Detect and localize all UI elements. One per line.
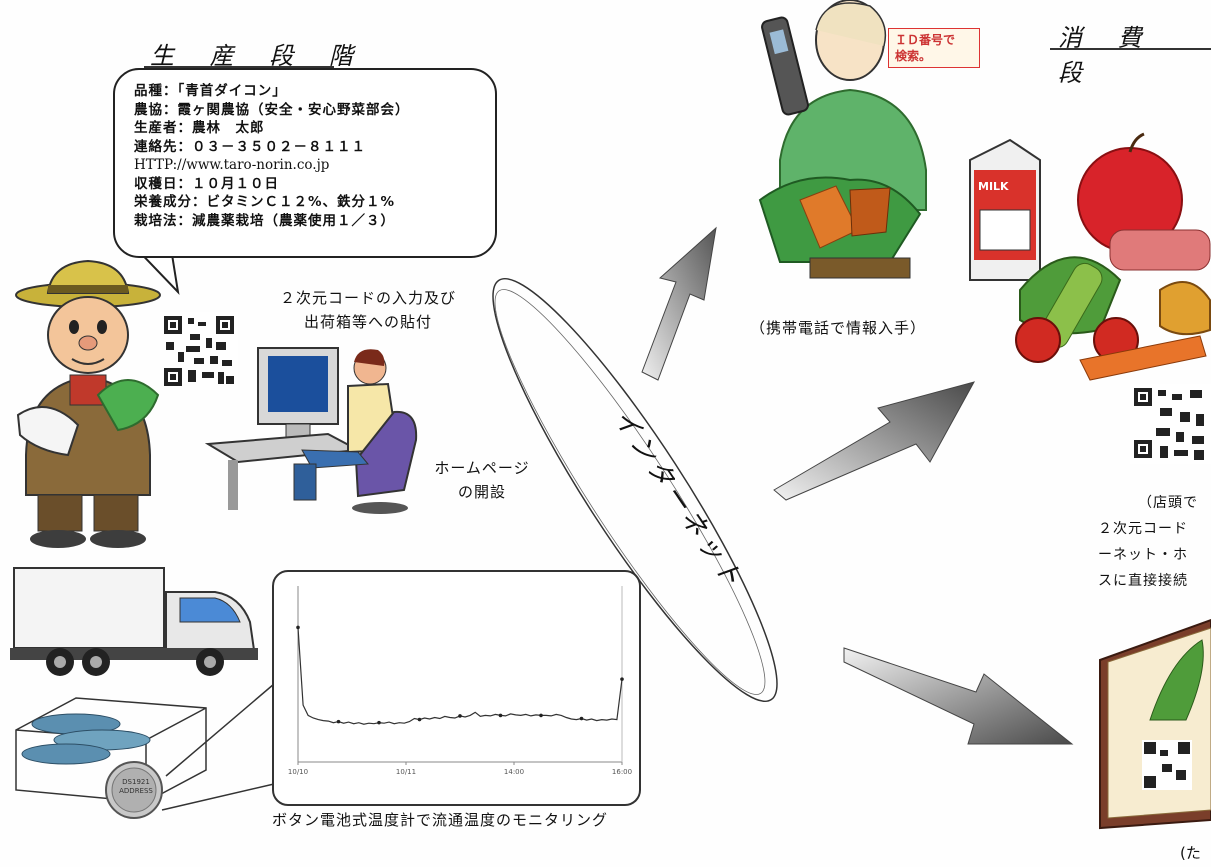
sensor-label-line2: ADDRESS [119,787,153,795]
info-line-producer: 生産者：農林 太郎 [134,120,265,136]
arrow-to-mobile [641,226,717,381]
homepage-caption-line1: ホームページ [434,459,530,477]
qr-code-store [1130,384,1211,464]
temperature-point [336,719,341,724]
arrow-to-store [773,381,976,501]
groceries-illustration [969,132,1211,381]
temperature-point [579,716,584,721]
temperature-chart-frame [272,570,641,806]
temperature-point [539,713,543,718]
arrow-to-book [843,647,1074,745]
info-line-coop: 農協：霞ヶ関農協（安全・安心野菜部会） [134,101,410,118]
temperature-point [498,713,503,718]
store-caption-line2: ２次元コード [1098,521,1188,537]
qr-code-producer [160,312,238,390]
id-search-note-line2: 検索。 [895,49,932,63]
info-line-url: HTTP://www.taro-norin.co.jp [134,157,330,173]
product-info-text: 品種：「青首ダイコン」 農協：霞ヶ関農協（安全・安心野菜部会） 生産者：農林 太… [134,82,410,230]
info-line-harvest-date: 収穫日：１０月１０日 [134,175,279,192]
fish-box-illustration [15,683,275,819]
sensor-label-line1: DS1921 [122,778,150,786]
farmer-illustration [15,259,161,548]
delivery-truck-illustration [10,567,258,676]
id-search-note: ＩＤ番号で 検索。 [888,28,980,68]
code-input-caption-line2: 出荷箱等への貼付 [303,313,432,331]
code-input-caption: ２次元コードの入力及び 出荷箱等への貼付 [228,286,508,334]
consumption-stage-heading: 消 費 段 [1058,24,1156,87]
button-sensor-label: DS1921 ADDRESS [114,778,158,796]
info-line-variety: 品種：「青首ダイコン」 [134,83,287,99]
product-info-bubble [113,68,497,258]
consumption-heading-underline [1050,48,1211,50]
x-tick-label: 10/11 [396,768,416,776]
info-line-cultivation: 栽培法：減農薬栽培（農薬使用１／３） [134,212,395,229]
temperature-point [296,625,300,630]
production-heading-underline [144,66,334,68]
homepage-caption: ホームページ の開設 [420,456,544,504]
production-stage-heading: 生 産 段 階 [150,42,367,70]
info-line-contact: 連絡先：０３－３５０２－８１１１ [134,138,366,155]
temperature-point [417,717,422,722]
x-tick-label: 14:00 [504,768,524,776]
internet-ellipse [492,277,778,703]
store-caption-line4: スに直接接続 [1098,573,1188,589]
store-caption-line3: ーネット・ホ [1098,547,1188,563]
code-input-caption-line1: ２次元コードの入力及び [279,289,456,307]
milk-carton-label: MILK [978,180,1009,193]
computer-operator-illustration [204,347,418,514]
store-caption-line1: （店頭で [1138,495,1198,511]
book-illustration [1099,618,1211,830]
mobile-info-caption: （携帯電話で情報入手） [749,319,926,337]
temperature-line-chart: 10/10 10/11 14:00 16:00 [288,586,632,776]
temperature-point [377,720,381,725]
id-search-note-line1: ＩＤ番号で [895,33,956,47]
info-line-nutrition: 栄養成分：ビタミンＣ１２%、鉄分１% [134,194,396,210]
temperature-point [458,714,462,718]
bottom-right-caption: (た [1180,844,1201,862]
temperature-point [620,677,624,681]
store-caption: （店頭で ２次元コード ーネット・ホ スに直接接続 [1098,490,1211,594]
x-tick-label: 10/10 [288,768,308,776]
temperature-monitoring-caption: ボタン電池式温度計で流通温度のモニタリング [271,811,608,829]
phone-user-illustration [758,0,927,279]
homepage-caption-line2: の開設 [457,483,506,501]
x-tick-label: 16:00 [612,768,632,776]
